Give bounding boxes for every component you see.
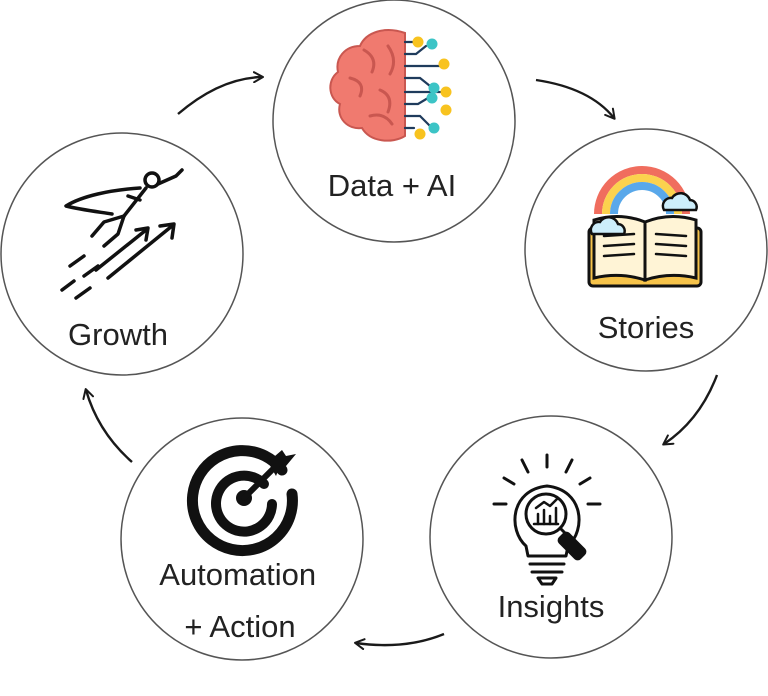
node-insights: Insights [429,415,673,659]
node-circle [429,415,673,659]
arrow-data-ai-to-stories [535,78,616,120]
node-automation-action: Automation + Action [120,417,364,661]
node-growth: Growth [0,132,244,376]
superhero-flying-arrows-icon [60,168,184,300]
node-label: Automation + Action [159,557,324,644]
arrow-stories-to-insights [662,374,719,446]
arrow-growth-to-data-ai [177,71,264,115]
target-arrow-icon [186,445,298,556]
node-circle [0,132,244,376]
node-data-ai: Data + AI [272,0,516,243]
arrow-automation-to-growth [82,388,133,463]
arrow-insights-to-automation [354,632,445,651]
cycle-arrows [82,71,719,651]
node-label: Stories [598,310,694,345]
node-label: Data + AI [328,168,456,203]
circuit-nodes [412,36,452,140]
node-circle [120,417,364,661]
node-label: Insights [498,589,605,624]
lightbulb-magnifier-chart-icon [492,453,602,586]
brain-circuit-icon [329,29,452,142]
node-label: Growth [68,317,168,352]
open-book-rainbow-icon [587,166,703,288]
node-stories: Stories [524,128,768,372]
